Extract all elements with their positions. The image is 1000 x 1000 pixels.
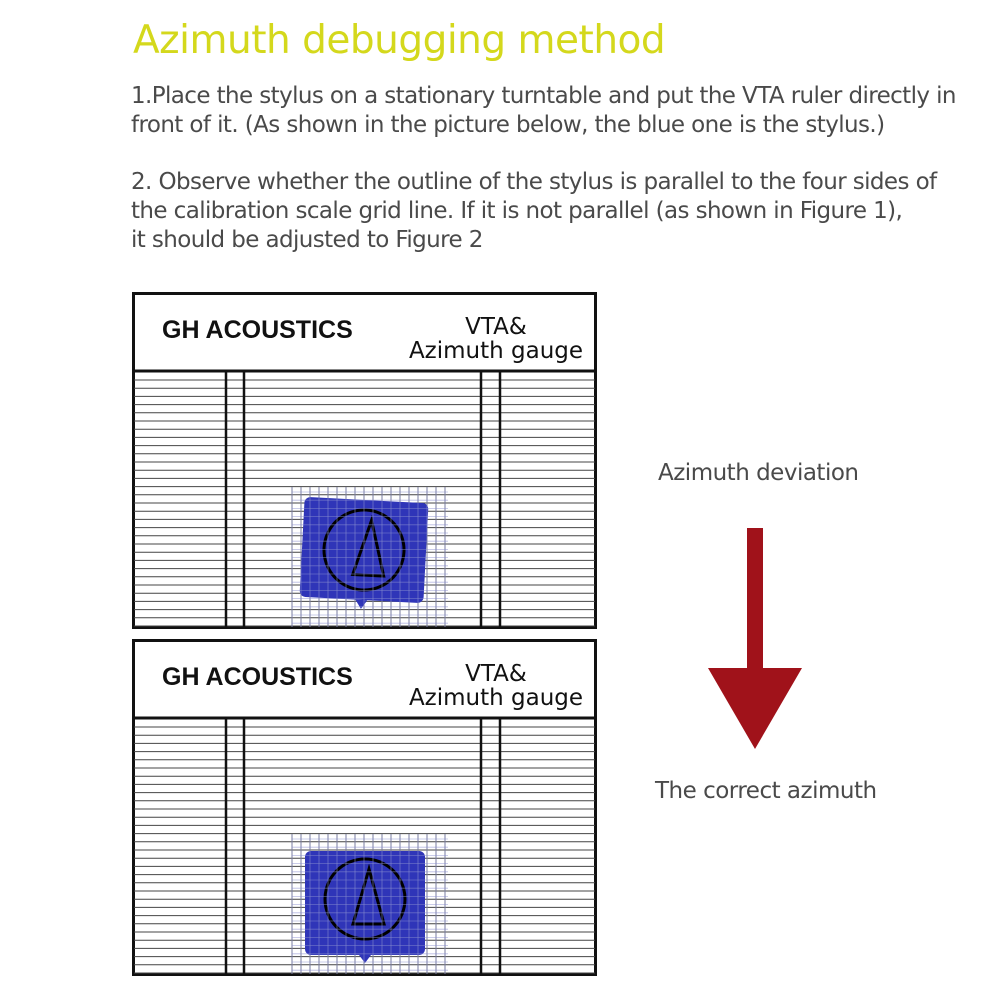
gauge-figure-2-svg: GH ACOUSTICS VTA& Azimuth gauge bbox=[132, 639, 597, 976]
gauge-label-line-2: Azimuth gauge bbox=[409, 685, 583, 711]
stylus bbox=[305, 851, 425, 963]
azimuth-deviation-label: Azimuth deviation bbox=[658, 460, 859, 486]
gauge-brand: GH ACOUSTICS bbox=[162, 663, 353, 691]
down-arrow-icon bbox=[708, 528, 802, 749]
gauge-overlay-grid bbox=[291, 487, 448, 627]
gauge-overlay-grid bbox=[291, 834, 448, 974]
gauge-figure-1: GH ACOUSTICS VTA& Azimuth gauge bbox=[132, 292, 597, 629]
stylus-ring bbox=[323, 857, 407, 941]
gauge-label-line-2: Azimuth gauge bbox=[409, 338, 583, 364]
gauge-figure-1-svg: GH ACOUSTICS VTA& Azimuth gauge bbox=[132, 292, 597, 629]
gauge-label-line-1: VTA& bbox=[465, 314, 527, 340]
gauge-figure-2: GH ACOUSTICS VTA& Azimuth gauge bbox=[132, 639, 597, 976]
step-2-text: 2. Observe whether the outline of the st… bbox=[131, 168, 961, 255]
step-2-line-3: it should be adjusted to Figure 2 bbox=[131, 227, 483, 253]
step-2-line-2: the calibration scale grid line. If it i… bbox=[131, 198, 903, 224]
step-1-line-1: 1.Place the stylus on a stationary turnt… bbox=[131, 83, 956, 109]
step-1-line-2: front of it. (As shown in the picture be… bbox=[131, 112, 885, 138]
arrow-shaft bbox=[747, 528, 763, 670]
page-title: Azimuth debugging method bbox=[133, 18, 666, 63]
stylus-triangle bbox=[350, 514, 386, 578]
step-2-line-1: 2. Observe whether the outline of the st… bbox=[131, 169, 937, 195]
step-1-text: 1.Place the stylus on a stationary turnt… bbox=[131, 82, 961, 140]
arrow-head bbox=[708, 668, 802, 749]
gauge-brand: GH ACOUSTICS bbox=[162, 316, 353, 344]
stylus-ring bbox=[322, 508, 406, 592]
correct-azimuth-label: The correct azimuth bbox=[655, 778, 877, 804]
gauge-label-line-1: VTA& bbox=[465, 661, 527, 687]
stylus-tip bbox=[359, 955, 371, 963]
